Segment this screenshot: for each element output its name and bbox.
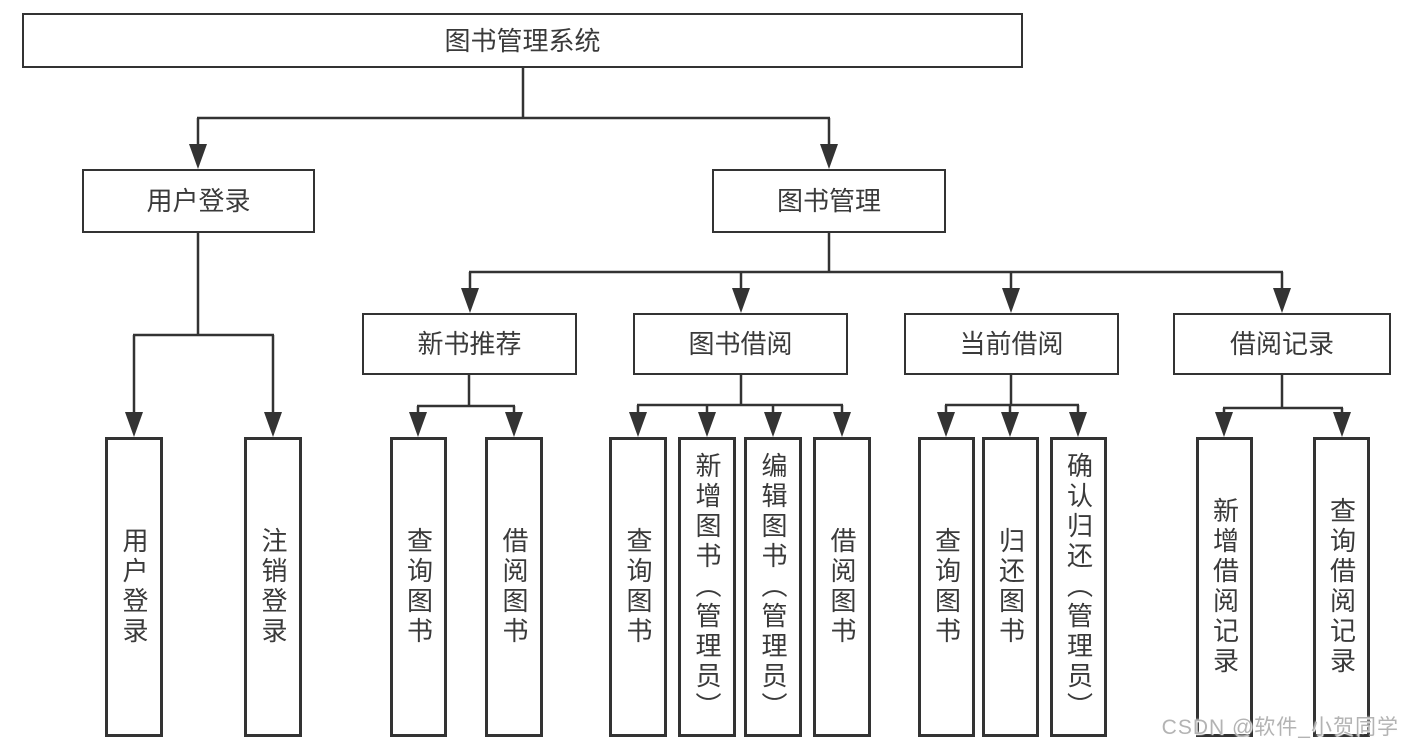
node-root-label: 图书管理系统: [444, 25, 601, 56]
leaf-borrow-book: 借阅图书: [813, 437, 871, 737]
leaf-edit-book-admin-label: 编辑图书（管理员）: [758, 452, 788, 722]
leaf-logout-label: 注销登录: [258, 527, 288, 647]
leaf-confirm-return-admin-label: 确认归还（管理员）: [1063, 452, 1094, 722]
leaf-user-login: 用户登录: [105, 437, 163, 737]
leaf-query-book-borrow: 查询图书: [609, 437, 667, 737]
node-book-borrow: 图书借阅: [633, 313, 848, 375]
leaf-return-book: 归还图书: [982, 437, 1039, 737]
node-borrow-records: 借阅记录: [1173, 313, 1391, 375]
leaf-query-book-rec-label: 查询图书: [403, 527, 434, 647]
node-root: 图书管理系统: [22, 13, 1023, 68]
leaf-query-borrow-record: 查询借阅记录: [1313, 437, 1370, 737]
leaf-borrow-book-rec: 借阅图书: [485, 437, 543, 737]
leaf-confirm-return-admin: 确认归还（管理员）: [1050, 437, 1107, 737]
leaf-borrow-book-rec-label: 借阅图书: [499, 527, 529, 647]
leaf-add-borrow-record-label: 新增借阅记录: [1209, 497, 1240, 677]
node-current-borrow: 当前借阅: [904, 313, 1119, 375]
leaf-add-borrow-record: 新增借阅记录: [1196, 437, 1253, 737]
leaf-logout: 注销登录: [244, 437, 302, 737]
node-current-borrow-label: 当前借阅: [959, 329, 1064, 359]
leaf-user-login-label: 用户登录: [119, 527, 149, 647]
node-book-mgmt-label: 图书管理: [776, 186, 881, 216]
node-borrow-records-label: 借阅记录: [1229, 329, 1334, 359]
node-new-book-rec-label: 新书推荐: [417, 329, 522, 359]
arrowheads: [125, 144, 1351, 437]
csdn-watermark: CSDN @软件_小贺同学: [1161, 716, 1399, 739]
leaf-edit-book-admin: 编辑图书（管理员）: [744, 437, 802, 737]
node-new-book-rec: 新书推荐: [362, 313, 577, 375]
leaf-query-book-borrow-label: 查询图书: [623, 527, 653, 647]
node-book-mgmt: 图书管理: [712, 169, 946, 233]
leaf-query-book-current: 查询图书: [918, 437, 975, 737]
leaf-query-borrow-record-label: 查询借阅记录: [1326, 497, 1357, 677]
leaf-add-book-admin-label: 新增图书（管理员）: [692, 452, 722, 722]
node-book-borrow-label: 图书借阅: [688, 329, 793, 359]
node-user-login: 用户登录: [82, 169, 315, 233]
leaf-add-book-admin: 新增图书（管理员）: [678, 437, 736, 737]
leaf-return-book-label: 归还图书: [995, 527, 1026, 647]
leaf-query-book-rec: 查询图书: [390, 437, 447, 737]
leaf-query-book-current-label: 查询图书: [931, 527, 962, 647]
leaf-borrow-book-label: 借阅图书: [827, 527, 857, 647]
node-user-login-label: 用户登录: [146, 186, 251, 216]
